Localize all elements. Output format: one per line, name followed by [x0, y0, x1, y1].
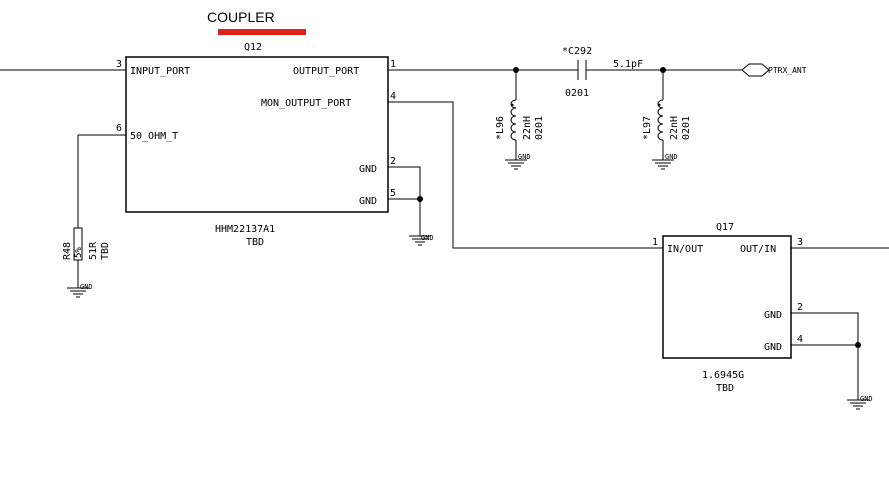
- q17-ref: Q17: [716, 222, 734, 233]
- q17-gnd-wire[interactable]: [791, 312, 859, 400]
- ground-symbol: [67, 287, 89, 298]
- q12-pin1-num: 1: [390, 59, 396, 70]
- l97-value: 22nH: [669, 116, 680, 140]
- q17-body[interactable]: [662, 235, 792, 359]
- l96-coil[interactable]: [510, 99, 517, 141]
- coupler-title: COUPLER: [207, 9, 275, 25]
- q12-gnd-wire[interactable]: [388, 166, 421, 236]
- mon-output-wire[interactable]: [388, 101, 663, 249]
- q12-pin6-num: 6: [116, 123, 122, 134]
- q12-pin2-name: GND: [359, 164, 377, 175]
- q12-pin5-name: GND: [359, 196, 377, 207]
- q17-part: 1.6945G: [702, 370, 744, 381]
- gnd-label: GND: [80, 283, 93, 291]
- c292-ref: *C292: [562, 46, 592, 57]
- q12-pin6-name: 50_OHM_T: [130, 131, 178, 142]
- q17-pin3-num: 3: [797, 237, 803, 248]
- c292-value: 5.1pF: [613, 59, 643, 70]
- l96-package: 0201: [534, 116, 545, 140]
- l97-ref: *L97: [642, 116, 653, 140]
- q12-pin3-num: 3: [116, 59, 122, 70]
- q12-pin4-name: MON_OUTPUT_PORT: [261, 98, 351, 109]
- r48-extra: TBD: [100, 242, 111, 260]
- q12-pin3-name: INPUT_PORT: [130, 66, 190, 77]
- c292-package: 0201: [565, 88, 589, 99]
- l97-package: 0201: [681, 116, 692, 140]
- q17-pin3-name: OUT/IN: [740, 244, 776, 255]
- ptrx-label: PTRX_ANT: [768, 66, 807, 75]
- r48-ref: R48: [62, 242, 73, 260]
- gnd-label: GND: [665, 153, 678, 161]
- q17-pin4-num: 4: [797, 334, 803, 345]
- q17-pin2-name: GND: [764, 310, 782, 321]
- l96-value: 22nH: [522, 116, 533, 140]
- gnd-label: GND: [860, 395, 873, 403]
- q12-pin1-name: OUTPUT_PORT: [293, 66, 359, 77]
- q12-pin4-num: 4: [390, 91, 396, 102]
- q17-gnd-junction: [855, 342, 861, 348]
- ground-symbol: [652, 159, 674, 170]
- ground-symbol: [409, 235, 431, 246]
- l96-dot: •: [510, 101, 515, 110]
- q17-pin1-name: IN/OUT: [667, 244, 703, 255]
- q12-part: HHM22137A1: [215, 224, 275, 235]
- l96-ref: *L96: [495, 116, 506, 140]
- q12-value: TBD: [246, 237, 264, 248]
- ground-symbol: [505, 159, 527, 170]
- q12-ref: Q12: [244, 42, 262, 53]
- q17-pin4-name: GND: [764, 342, 782, 353]
- q12-pin5-num: 5: [390, 188, 396, 199]
- q12-gnd-junction: [417, 196, 423, 202]
- q17-pin2-num: 2: [797, 302, 803, 313]
- title-strike-mark: [218, 29, 306, 35]
- l97-dot: •: [657, 101, 662, 110]
- ptrx-connector[interactable]: [741, 63, 770, 77]
- r48-tol: 5%: [74, 247, 84, 258]
- ground-symbol: [847, 399, 869, 410]
- q12-pin2-num: 2: [390, 156, 396, 167]
- q17-value: TBD: [716, 383, 734, 394]
- gnd-label: GND: [421, 234, 434, 242]
- gnd-label: GND: [518, 153, 531, 161]
- q17-pin1-num: 1: [652, 237, 658, 248]
- l97-coil[interactable]: [657, 99, 664, 141]
- r48-value: 51R: [88, 241, 99, 260]
